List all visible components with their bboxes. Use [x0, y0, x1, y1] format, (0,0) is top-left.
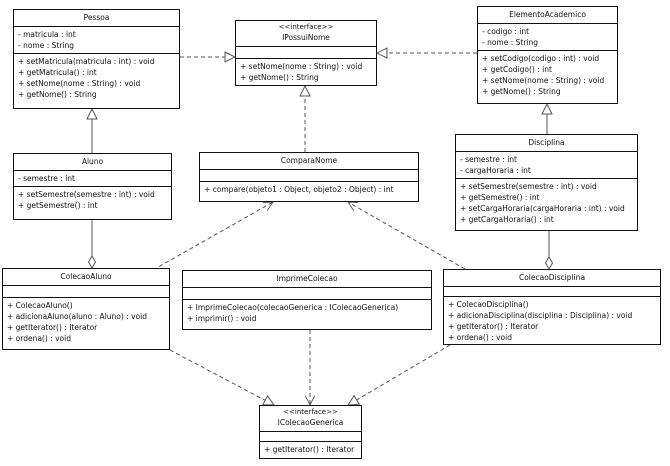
attributes-section: - codigo : int - nome : String [478, 24, 617, 51]
method: + setMatricula(matricula : int) : void [18, 57, 155, 66]
methods-section: + setSemestre(semestre : int) : void + g… [14, 187, 171, 213]
class-comparanome: ComparaNome + compare(objeto1 : Object, … [199, 152, 419, 202]
attributes-section [3, 286, 169, 298]
class-pessoa: Pessoa - matricula : int - nome : String… [13, 9, 180, 109]
attribute: - nome : String [18, 41, 75, 50]
method: + setNome(nome : String) : void [240, 62, 363, 71]
method: + getNome() : String [18, 90, 97, 99]
attribute: - codigo : int [482, 27, 530, 36]
attributes-section [260, 432, 361, 442]
attributes-section [200, 170, 418, 182]
methods-section: + setNome(nome : String) : void + getNom… [236, 59, 376, 85]
class-name: IPossuiNome [282, 33, 330, 42]
stereotype-label: <<interface>> [283, 408, 338, 416]
class-name: IColecaoGenerica [277, 418, 344, 427]
method: + getIterator() : Iterator [264, 445, 355, 454]
methods-section: + setSemestre(semestre : int) : void + g… [456, 179, 637, 227]
attribute: - cargaHoraria : int [460, 166, 531, 175]
attribute: - matricula : int [18, 30, 76, 39]
class-name: Pessoa [83, 13, 110, 22]
method: + getCodigo() : int [482, 65, 552, 74]
method: + setNome(nome : String) : void [18, 79, 141, 88]
attributes-section [444, 287, 660, 297]
method: + getNome() : String [482, 87, 561, 96]
class-colecaoaluno: ColecaoAluno + ColecaoAluno() + adiciona… [2, 268, 170, 350]
method: + ImprimeColecao(colecaoGenerica : ICole… [187, 303, 399, 312]
attributes-section [236, 47, 376, 59]
attribute: - semestre : int [18, 174, 75, 183]
class-elementoacademico: ElementoAcademico - codigo : int - nome … [477, 6, 618, 104]
method: + getIterator() : Iterator [448, 322, 539, 331]
class-name: ComparaNome [280, 156, 338, 165]
attributes-section: - matricula : int - nome : String [14, 27, 179, 54]
method: + getSemestre() : int [18, 201, 98, 210]
method: + setSemestre(semestre : int) : void [460, 182, 597, 191]
method: + ColecaoAluno() [7, 301, 73, 310]
attribute: - semestre : int [460, 155, 517, 164]
method: + compare(objeto1 : Object, objeto2 : Ob… [204, 185, 394, 194]
aggregation-diamond-colecaoaluno [87, 255, 97, 269]
class-colecaodisciplina: ColecaoDisciplina + ColecaoDisciplina() … [443, 269, 661, 345]
realization-colecaoaluno-icolecaogenerica [169, 349, 274, 405]
class-name: ElementoAcademico [509, 10, 586, 19]
class-name: ColecaoAluno [60, 272, 112, 281]
method: + ColecaoDisciplina() [448, 300, 529, 309]
method: + getMatricula() : int [18, 68, 97, 77]
class-name: ImprimeColecao [276, 274, 338, 283]
interface-ipossuinome: <<interface>> IPossuiNome + setNome(nome… [235, 20, 377, 86]
realization-colecaodisciplina-icolecaogenerica [348, 344, 451, 405]
class-name: Disciplina [528, 138, 565, 147]
aggregation-diamond-colecaodisciplina [544, 256, 554, 270]
method: + setCodigo(codigo : int) : void [482, 54, 600, 63]
methods-section: + setMatricula(matricula : int) : void +… [14, 54, 179, 102]
interface-icolecaogenerica: <<interface>> IColecaoGenerica + getIter… [259, 405, 362, 459]
dependency-colecaodisciplina-comparanome [348, 202, 466, 270]
method: + getCargaHoraria() : int [460, 215, 554, 224]
methods-section: + ColecaoAluno() + adicionaAluno(aluno :… [3, 298, 169, 346]
class-name: Aluno [81, 157, 104, 166]
method: + getNome() : String [240, 73, 319, 82]
stereotype-label: <<interface>> [278, 23, 334, 31]
method: + getSemestre() : int [460, 193, 540, 202]
methods-section: + ImprimeColecao(colecaoGenerica : ICole… [183, 300, 431, 326]
attributes-section: - semestre : int - cargaHoraria : int [456, 152, 637, 179]
class-disciplina: Disciplina - semestre : int - cargaHorar… [455, 134, 638, 231]
dependency-colecaoaluno-comparanome [152, 202, 273, 271]
method: + setNome(nome : String) : void [482, 76, 605, 85]
methods-section: + getIterator() : Iterator [260, 442, 361, 457]
method: + adicionaAluno(aluno : Aluno) : void [7, 312, 147, 321]
method: + ordena() : void [7, 334, 71, 343]
class-aluno: Aluno - semestre : int + setSemestre(sem… [13, 153, 172, 220]
attributes-section [183, 288, 431, 300]
methods-section: + compare(objeto1 : Object, objeto2 : Ob… [200, 182, 418, 197]
method: + imprimir() : void [187, 314, 257, 323]
method: + ordena() : void [448, 333, 512, 342]
method: + adicionaDisciplina(disciplina : Discip… [448, 311, 633, 320]
method: + getIterator() : Iterator [7, 323, 98, 332]
method: + setCargaHoraria(cargaHoraria : int) : … [460, 204, 625, 213]
class-imprimecolecao: ImprimeColecao + ImprimeColecao(colecaoG… [182, 270, 432, 330]
method: + setSemestre(semestre : int) : void [18, 190, 155, 199]
attributes-section: - semestre : int [14, 171, 171, 187]
methods-section: + setCodigo(codigo : int) : void + getCo… [478, 51, 617, 99]
methods-section: + ColecaoDisciplina() + adicionaDiscipli… [444, 297, 660, 345]
attribute: - nome : String [482, 38, 539, 47]
class-name: ColecaoDisciplina [518, 273, 586, 282]
